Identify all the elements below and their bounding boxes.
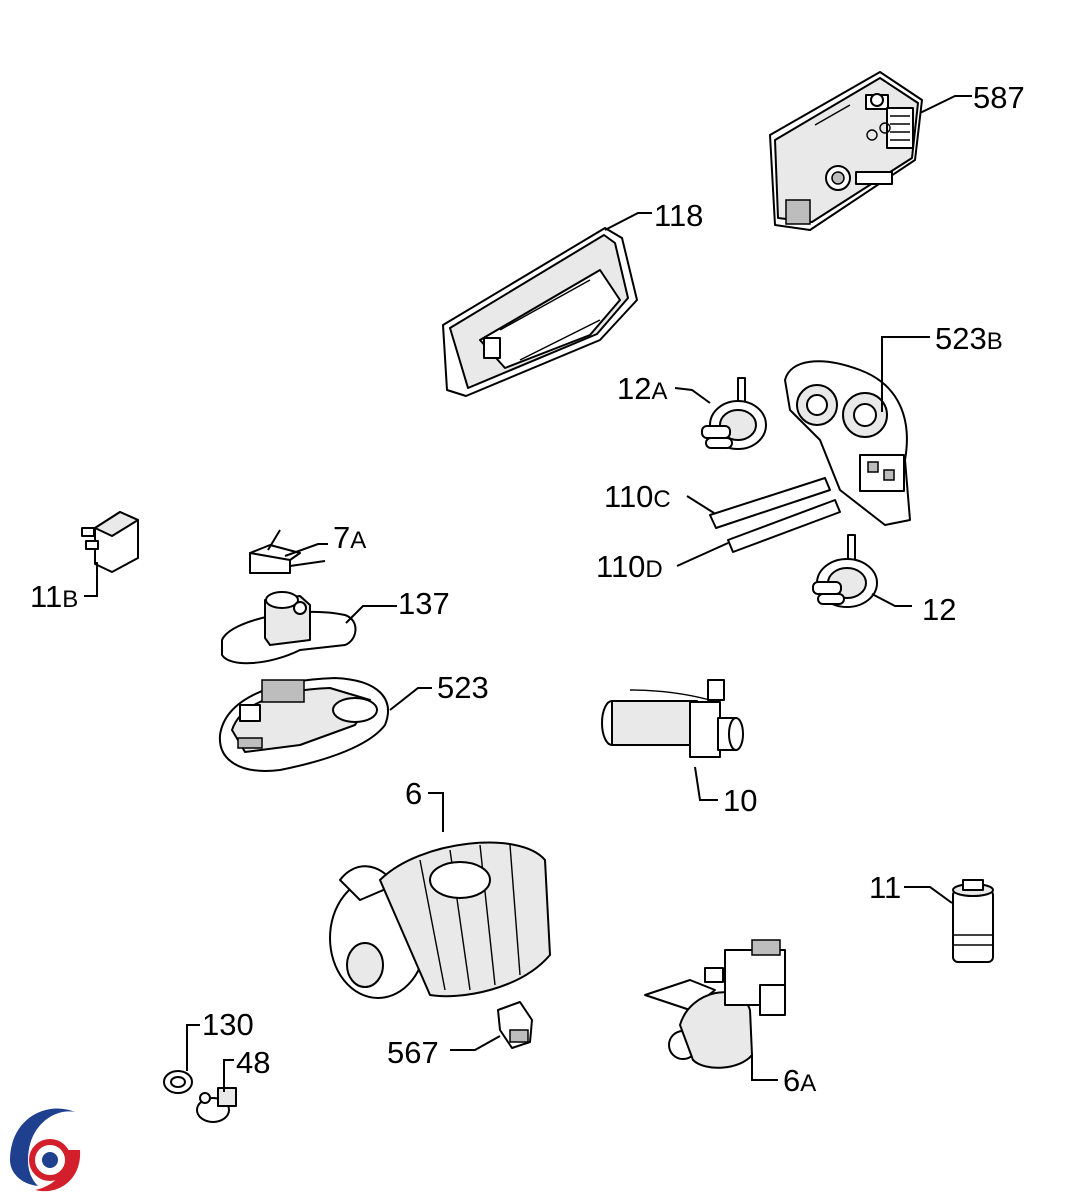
- part-110C-110D-hoses: [709, 477, 841, 553]
- label-567: 567: [387, 1035, 439, 1070]
- part-11-capacitor: [952, 879, 994, 963]
- part-523-float-housing: [218, 677, 389, 772]
- label-12: 12: [922, 592, 956, 627]
- label-6: 6: [405, 776, 422, 811]
- part-10-inlet-valve: [601, 679, 744, 758]
- part-6A-drain-pump: [644, 939, 786, 1069]
- part-12-pressure-switch: [812, 534, 878, 608]
- part-6-circulation-pump: [329, 841, 551, 999]
- part-11B-relay: [81, 511, 139, 573]
- label-6A: 6A: [783, 1063, 816, 1098]
- part-12A-pressure-switch: [701, 377, 767, 450]
- part-137-float: [221, 591, 357, 665]
- part-523B-diverter-block: [784, 360, 911, 526]
- label-587: 587: [973, 80, 1025, 115]
- label-48: 48: [236, 1045, 270, 1080]
- label-523B: 523B: [935, 321, 1003, 356]
- label-12A: 12A: [617, 371, 668, 406]
- label-137: 137: [398, 586, 450, 621]
- part-118-detergent-dispenser: [442, 227, 638, 397]
- part-48-plug: [196, 1087, 237, 1123]
- part-587-control-module: [769, 71, 923, 231]
- brand-logo: [10, 1108, 81, 1192]
- label-10: 10: [723, 783, 757, 818]
- label-110C: 110C: [604, 479, 671, 514]
- part-567-clip: [497, 1001, 533, 1049]
- label-523: 523: [437, 670, 489, 705]
- part-7A-micro-switch: [249, 529, 326, 574]
- label-118: 118: [654, 198, 703, 233]
- label-11: 11: [869, 870, 901, 905]
- label-7A: 7A: [333, 520, 366, 555]
- label-110D: 110D: [596, 549, 663, 584]
- callout-labels: 587 118 523B 12A 110C 110D 12 7A 11B 137…: [30, 80, 1025, 1098]
- part-130-gasket: [163, 1070, 193, 1094]
- leader-lines: [84, 95, 972, 1092]
- label-130: 130: [202, 1007, 254, 1042]
- label-11B: 11B: [30, 579, 78, 614]
